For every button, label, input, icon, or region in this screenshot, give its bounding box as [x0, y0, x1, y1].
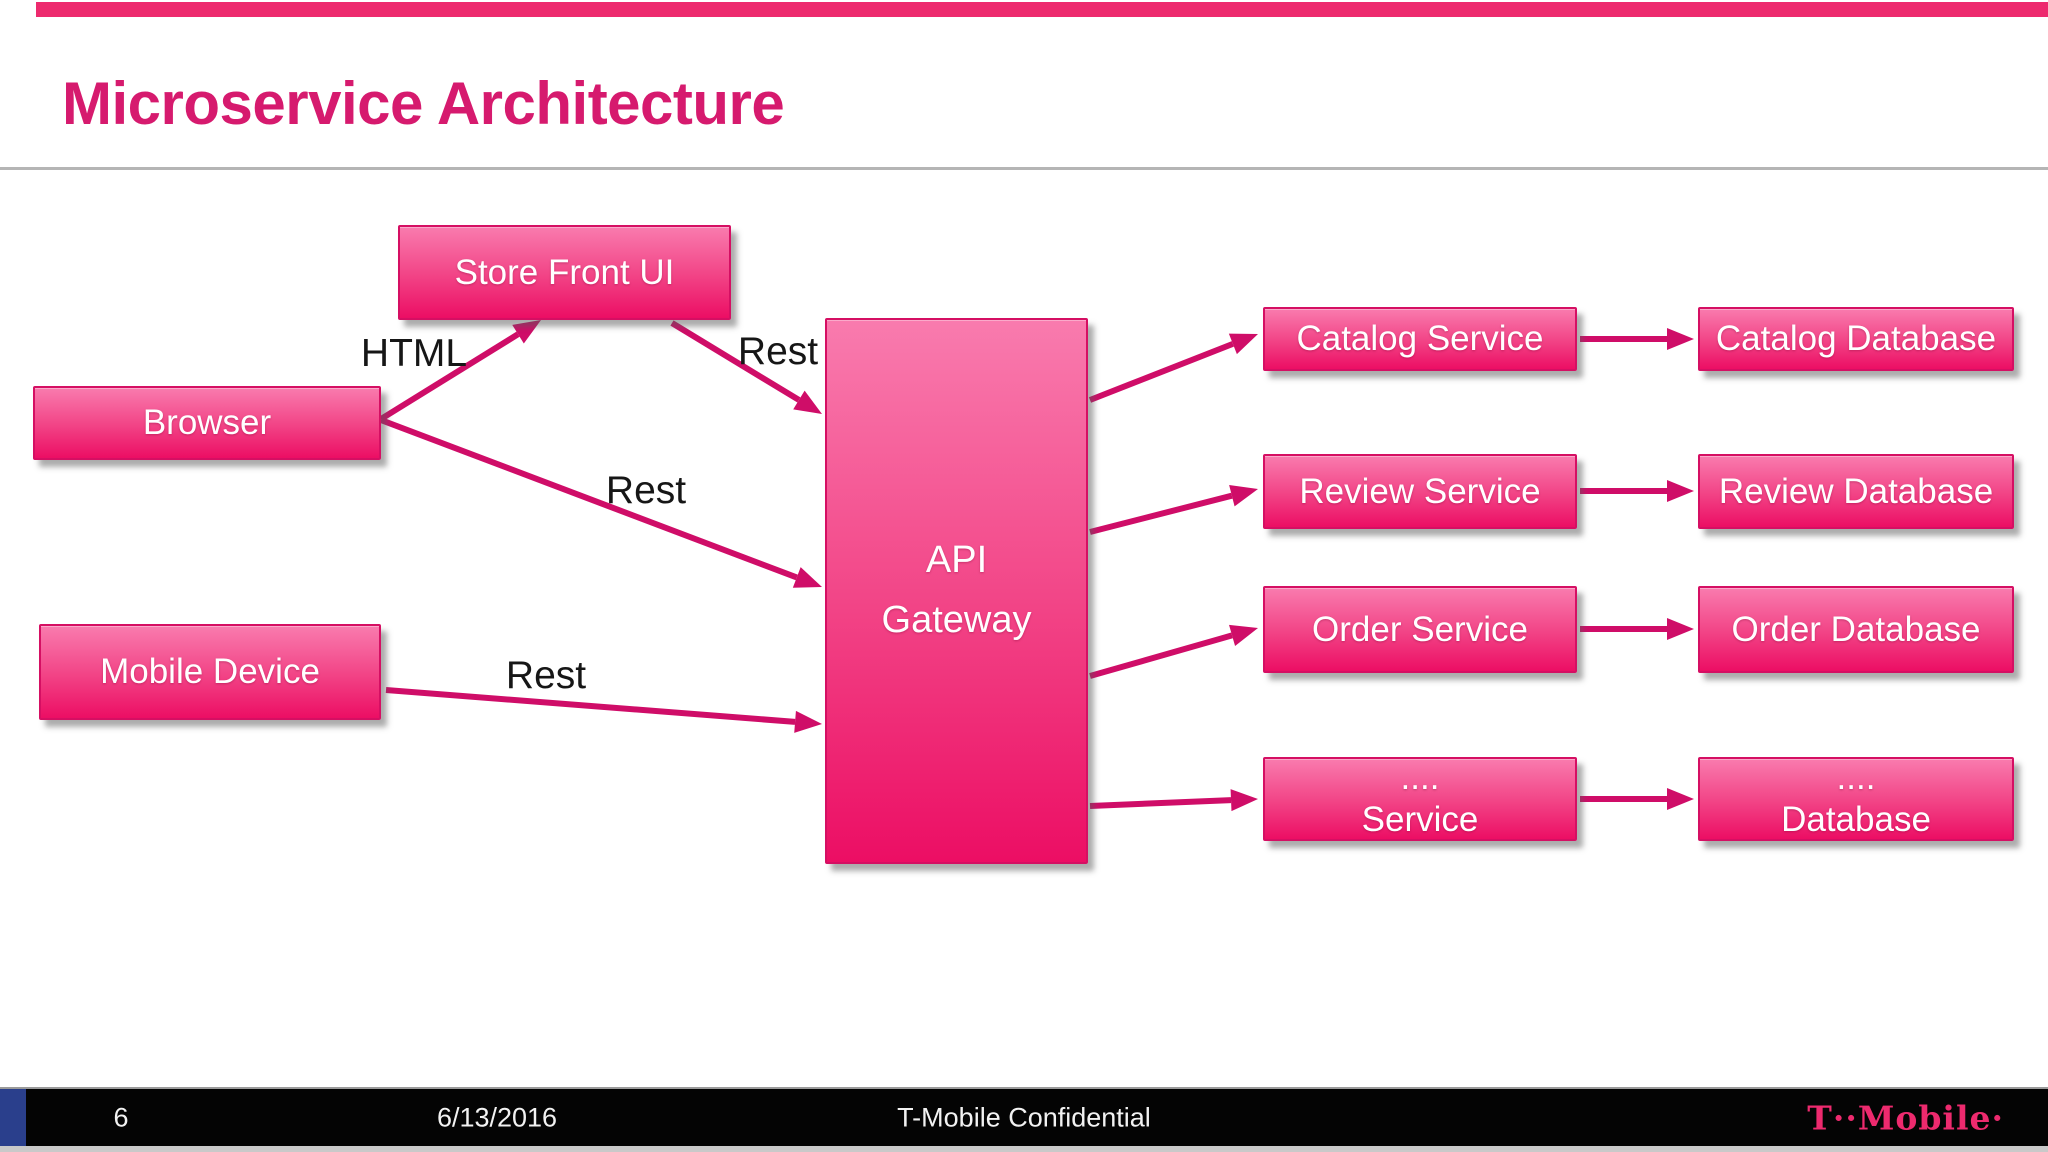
node-label: API	[925, 539, 988, 582]
top-accent-bar	[36, 2, 2048, 17]
node-label: Database	[1781, 800, 1931, 839]
slide-number: 6	[113, 1102, 129, 1132]
node-label: Store Front UI	[454, 252, 675, 292]
node-label: ....	[1836, 758, 1876, 797]
page-title: Microservice Architecture	[62, 70, 785, 137]
arrowhead-order-service-to-database	[1667, 618, 1694, 640]
node-etc-database: ....Database	[1698, 757, 2014, 841]
edge-label-mobile-to-gateway: Rest	[505, 654, 587, 697]
edge-gateway-to-order-service	[1089, 632, 1233, 679]
node-store-front-ui: Store Front UI	[398, 225, 731, 320]
bottom-edge-strip	[0, 1146, 2048, 1152]
node-label: Order Service	[1312, 609, 1528, 649]
edge-browser-to-gateway	[379, 417, 798, 581]
node-label: Gateway	[881, 599, 1032, 641]
edge-storefront-to-gateway	[670, 320, 801, 403]
node-label: Service	[1361, 800, 1479, 839]
node-label: Catalog Service	[1296, 319, 1544, 358]
node-mobile-device: Mobile Device	[39, 624, 381, 720]
arrowhead-catalog-service-to-database	[1667, 328, 1694, 350]
arrowhead-review-service-to-database	[1667, 480, 1694, 502]
edge-label-browser-to-gateway: Rest	[605, 469, 687, 512]
edge-browser-to-storefront	[379, 331, 520, 422]
node-label: ....	[1400, 758, 1440, 797]
arrowhead-storefront-to-gateway	[793, 390, 822, 414]
node-catalog-service: Catalog Service	[1263, 307, 1577, 371]
arrowhead-gateway-to-catalog-service	[1228, 333, 1258, 355]
arrowhead-mobile-to-gateway	[794, 710, 822, 733]
node-browser: Browser	[33, 386, 381, 460]
footer-bar: 6 6/13/2016 T-Mobile Confidential T··Mob…	[0, 1087, 2048, 1146]
edge-label-browser-to-storefront: HTML	[360, 332, 468, 375]
node-label: Review Service	[1299, 471, 1541, 511]
node-etc-service: ....Service	[1263, 757, 1577, 841]
footer-corner-accent	[0, 1089, 26, 1146]
arrowhead-browser-to-storefront	[512, 320, 541, 344]
node-label: Browser	[142, 403, 272, 442]
title-divider	[0, 167, 2048, 170]
edge-mobile-to-gateway	[385, 687, 796, 725]
node-api-gateway: API Gateway	[825, 318, 1088, 864]
node-review-database: Review Database	[1698, 454, 2014, 529]
node-order-service: Order Service	[1263, 586, 1577, 673]
node-label: Mobile Device	[100, 652, 320, 691]
arrowhead-gateway-to-order-service	[1229, 624, 1258, 646]
edge-gateway-to-etc-service	[1089, 797, 1232, 809]
node-order-database: Order Database	[1698, 586, 2014, 673]
arrowhead-gateway-to-review-service	[1229, 485, 1258, 507]
footer-date: 6/13/2016	[436, 1102, 558, 1132]
node-label: Review Database	[1718, 471, 1994, 511]
arrowhead-gateway-to-etc-service	[1230, 789, 1258, 812]
tmobile-logo: T··Mobile·	[1807, 1098, 2004, 1137]
node-catalog-database: Catalog Database	[1698, 307, 2014, 371]
edge-label-storefront-to-gateway: Rest	[737, 330, 819, 373]
edge-gateway-to-review-service	[1089, 492, 1233, 535]
arrowhead-etc-service-to-database	[1667, 788, 1694, 810]
node-label: Order Database	[1731, 609, 1981, 649]
footer-confidential-label: T-Mobile Confidential	[897, 1102, 1151, 1132]
arrowhead-browser-to-gateway	[792, 567, 822, 588]
edge-gateway-to-catalog-service	[1088, 341, 1234, 403]
node-review-service: Review Service	[1263, 454, 1577, 529]
node-label: Catalog Database	[1715, 319, 1997, 358]
